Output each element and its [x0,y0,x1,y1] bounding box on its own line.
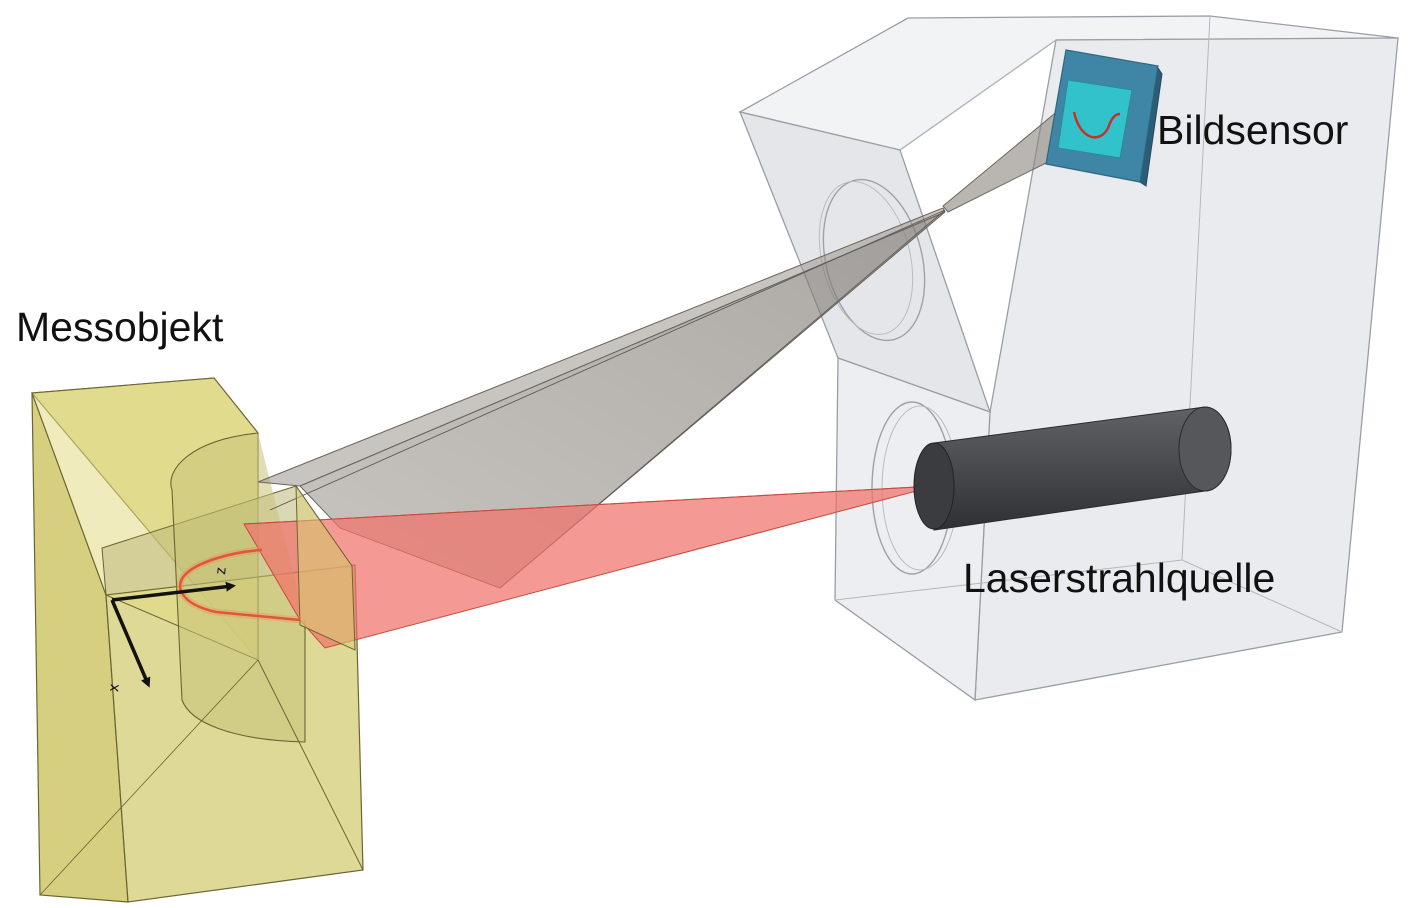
measurement-object [30,377,364,903]
housing-right-face [974,37,1399,701]
object-hidden-edge [257,659,364,871]
sensor-active-area [1057,79,1133,159]
object-step-block [295,484,356,651]
camera-view-cone [257,103,1066,589]
sensor-label: Bildsensor [1157,107,1348,153]
housing-hidden-edge [834,559,1183,601]
image-sensor [1045,49,1163,187]
sensor-laser-profile [1072,111,1121,139]
laser-source [913,406,1232,531]
projected-laser-glow [176,546,301,624]
z-axis-arrow [111,581,236,602]
laser-plane [243,485,936,649]
camera-cone-ray [269,209,946,511]
x-axis-arrow [110,599,151,688]
laser-cylinder-end [913,442,955,530]
housing-front-face [834,357,991,702]
x-axis-label: x [105,683,123,693]
laser-label: Laserstrahlquelle [963,555,1275,601]
coordinate-axes: z x [105,566,236,693]
object-bore-cylinder [170,432,306,743]
projected-laser-line [178,548,301,622]
laser-cylinder-back [1178,406,1232,492]
housing-hidden-edge [1181,559,1343,633]
laser-beam-edge [243,485,936,525]
object-hidden-edge [39,659,259,896]
object-label: Messobjekt [16,304,224,350]
z-axis-label: z [212,566,230,575]
housing-hidden-edge [899,39,1057,151]
